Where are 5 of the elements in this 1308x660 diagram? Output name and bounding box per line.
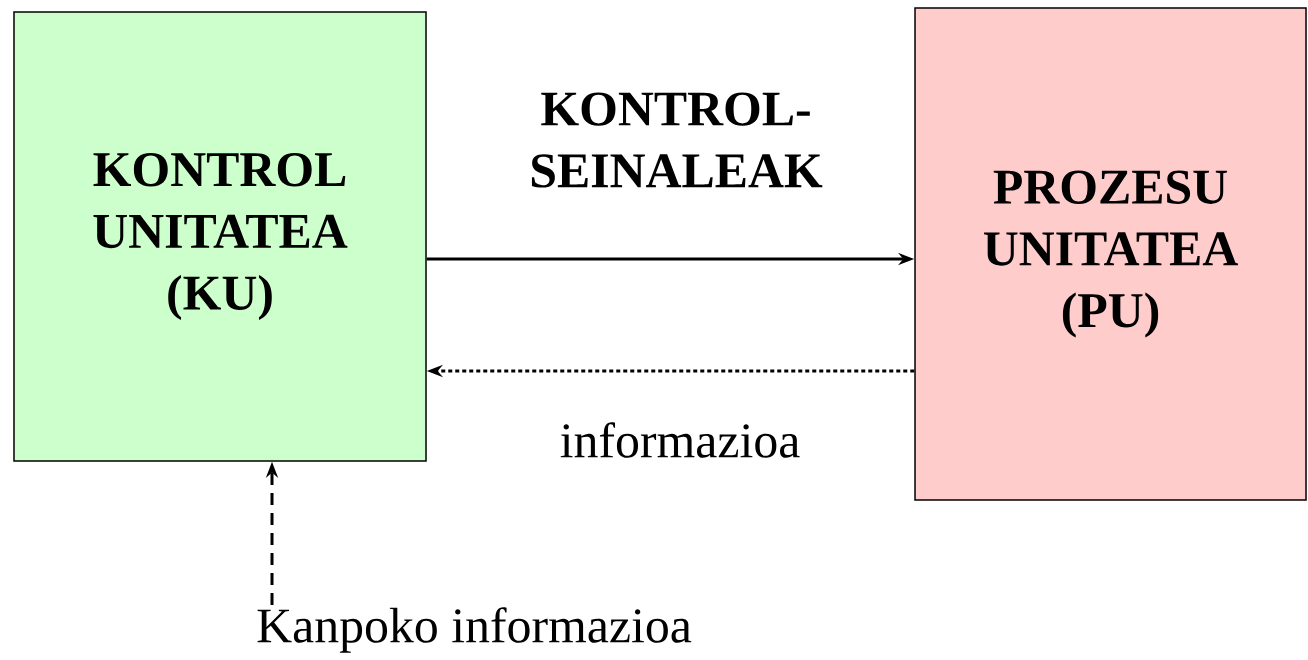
- unit-box: KONTROL UNITATEA (KU): [13, 11, 427, 462]
- source-text: Kanpoko informazioa: [257, 607, 692, 653]
- edge-label: informazioa: [560, 422, 800, 458]
- edge-label: KONTROL- SEINALEAK: [531, 92, 823, 188]
- unit-box: PROZESU UNITATEA (PU): [914, 7, 1307, 501]
